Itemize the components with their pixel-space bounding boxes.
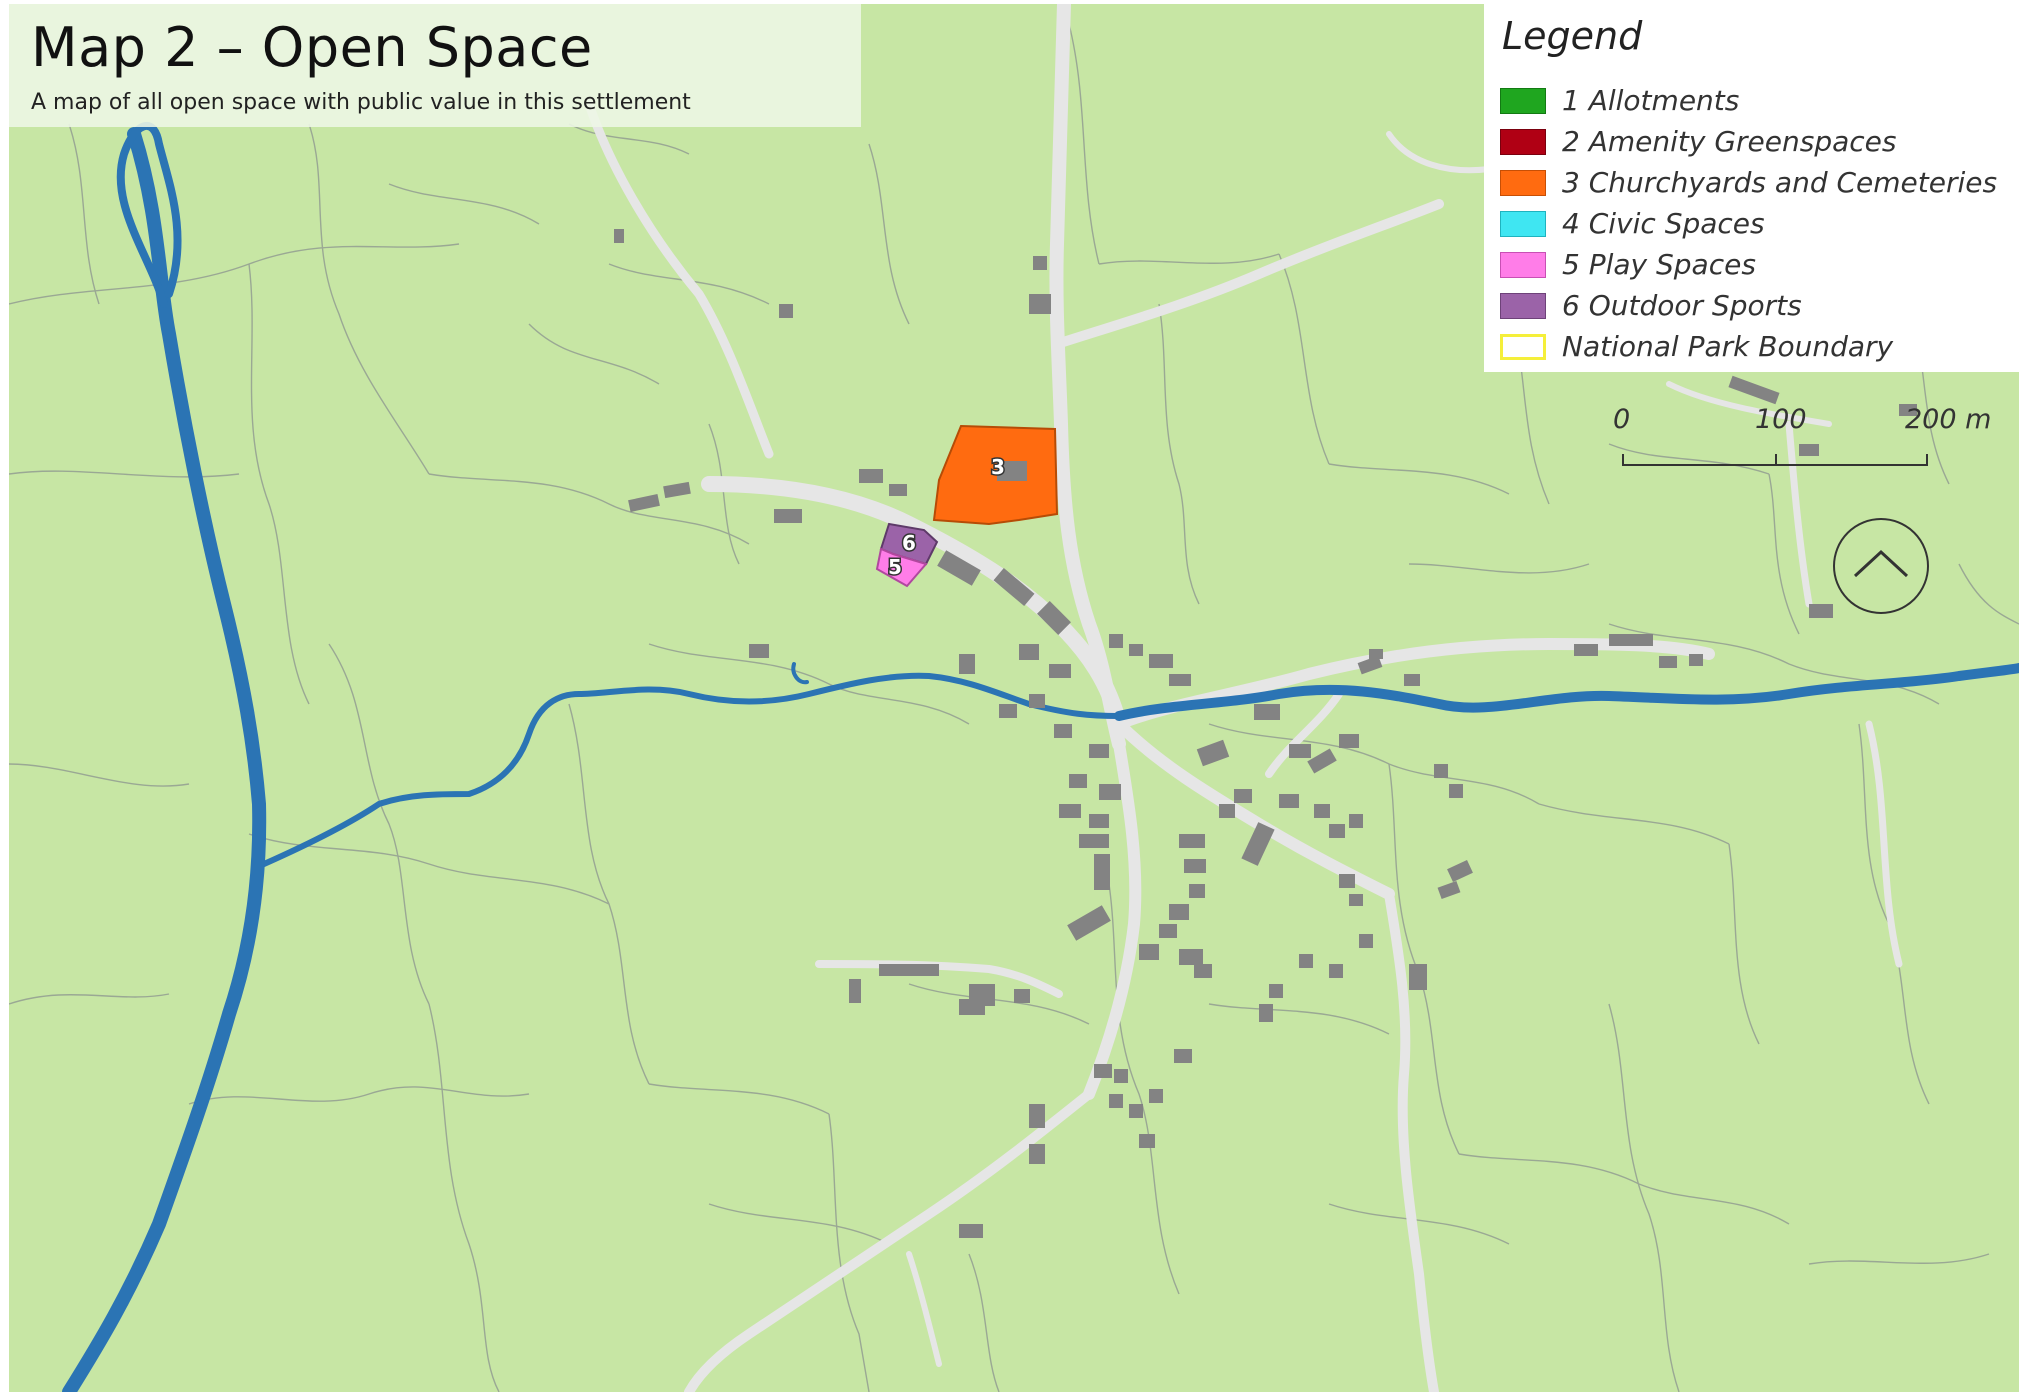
buildings [614, 229, 1917, 1238]
legend-title: Legend [1502, 14, 1643, 58]
site-5-play-space[interactable] [875, 547, 928, 588]
rivers [62, 121, 2019, 1392]
legend-item-outdoor-sports: 6 Outdoor Sports [1500, 285, 1997, 326]
scale-label-100: 100 [1755, 404, 1807, 435]
legend: Legend 1 Allotments 2 Amenity Greenspace… [1484, 4, 2019, 372]
legend-swatch [1500, 292, 1546, 319]
legend-item-civic-spaces: 4 Civic Spaces [1500, 203, 1997, 244]
scale-tick [1622, 454, 1624, 466]
legend-label: 6 Outdoor Sports [1562, 289, 1802, 322]
map-frame: 3 6 5 Map 2 – Open Space A map of all op… [9, 4, 2019, 1392]
site-3-churchyard[interactable] [932, 424, 1059, 526]
north-arrow-icon [1833, 518, 1929, 614]
scale-bar: 0 100 200 m [1609, 404, 1999, 484]
legend-label: 4 Civic Spaces [1562, 207, 1765, 240]
legend-label: 5 Play Spaces [1562, 248, 1756, 281]
map-title: Map 2 – Open Space [31, 16, 593, 79]
scale-label-0: 0 [1613, 404, 1631, 435]
legend-swatch [1500, 210, 1546, 237]
legend-list: 1 Allotments 2 Amenity Greenspaces 3 Chu… [1500, 80, 1997, 367]
legend-swatch [1500, 87, 1546, 114]
site-3-label: 3 [991, 455, 1005, 479]
legend-item-allotments: 1 Allotments [1500, 80, 1997, 121]
legend-swatch-boundary [1500, 333, 1546, 360]
roads [584, 4, 1903, 1392]
legend-label: National Park Boundary [1562, 330, 1894, 363]
map-subtitle: A map of all open space with public valu… [31, 90, 691, 115]
site-5-label: 5 [888, 555, 902, 579]
legend-label: 2 Amenity Greenspaces [1562, 125, 1897, 158]
legend-item-churchyards-cemeteries: 3 Churchyards and Cemeteries [1500, 162, 1997, 203]
legend-item-national-park-boundary: National Park Boundary [1500, 326, 1997, 367]
scale-tick [1775, 454, 1777, 466]
legend-label: 3 Churchyards and Cemeteries [1562, 166, 1998, 199]
legend-item-amenity-greenspaces: 2 Amenity Greenspaces [1500, 121, 1997, 162]
legend-label: 1 Allotments [1562, 84, 1740, 117]
title-box: Map 2 – Open Space A map of all open spa… [9, 4, 861, 127]
site-6-label: 6 [902, 531, 916, 555]
chevron-up-icon [1853, 549, 1909, 578]
legend-item-play-spaces: 5 Play Spaces [1500, 244, 1997, 285]
church-building [997, 461, 1027, 481]
legend-swatch [1500, 128, 1546, 155]
legend-swatch [1500, 169, 1546, 196]
legend-swatch [1500, 251, 1546, 278]
open-space-sites: 3 6 5 [875, 424, 1059, 588]
scale-label-200: 200 m [1905, 404, 1992, 435]
scale-tick [1926, 454, 1928, 466]
